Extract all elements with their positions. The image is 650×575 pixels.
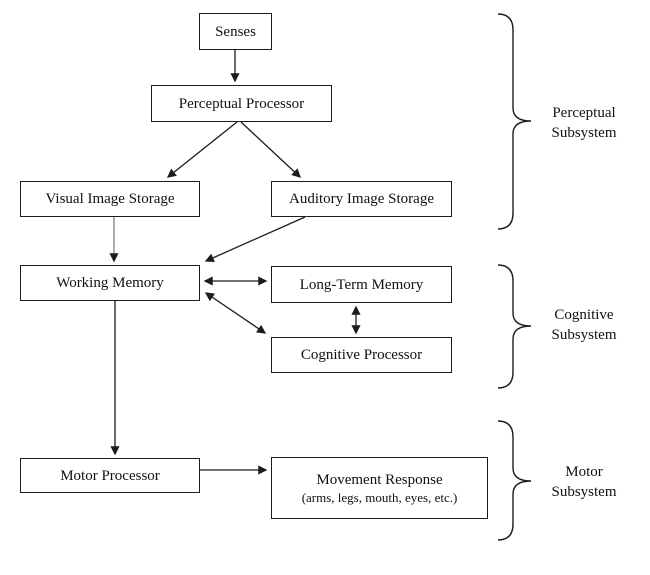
label-cognitive-subsystem: Cognitive Subsystem <box>529 305 639 345</box>
node-working-memory-label: Working Memory <box>56 275 164 291</box>
label-motor-subsystem-line1: Motor <box>565 464 603 480</box>
node-perceptual-processor: Perceptual Processor <box>151 85 332 122</box>
node-auditory-image-storage: Auditory Image Storage <box>271 181 452 217</box>
arrow-perceptual-to-visual <box>166 121 238 178</box>
node-visual-image-storage-label: Visual Image Storage <box>45 191 175 207</box>
node-motor-processor: Motor Processor <box>20 458 200 493</box>
node-cognitive-processor: Cognitive Processor <box>271 337 452 373</box>
label-perceptual-subsystem: Perceptual Subsystem <box>529 103 639 143</box>
arrow-working-cognitive-bidirectional <box>204 292 267 334</box>
node-perceptual-processor-label: Perceptual Processor <box>178 95 305 112</box>
node-long-term-memory: Long-Term Memory <box>271 266 452 303</box>
node-auditory-image-storage-label: Auditory Image Storage <box>289 191 434 207</box>
brace-cognitive-subsystem <box>497 264 532 389</box>
arrow-auditory-to-working <box>204 216 306 263</box>
node-working-memory: Working Memory <box>20 265 200 301</box>
label-cognitive-subsystem-line1: Cognitive <box>554 307 614 323</box>
node-movement-response: Movement Response (arms, legs, mouth, ey… <box>271 457 488 519</box>
brace-motor-subsystem <box>497 420 532 541</box>
node-visual-image-storage: Visual Image Storage <box>20 181 200 217</box>
label-cognitive-subsystem-line2: Subsystem <box>551 327 617 343</box>
arrow-perceptual-to-auditory <box>240 121 301 178</box>
node-movement-response-label: Movement Response <box>316 471 443 488</box>
label-motor-subsystem-line2: Subsystem <box>551 484 617 500</box>
node-motor-processor-label: Motor Processor <box>60 467 160 484</box>
node-cognitive-processor-label: Cognitive Processor <box>300 347 423 363</box>
node-movement-response-sublabel: (arms, legs, mouth, eyes, etc.) <box>301 489 458 505</box>
node-senses: Senses <box>199 13 272 50</box>
node-senses-label: Senses <box>215 23 256 40</box>
node-long-term-memory-label: Long-Term Memory <box>299 276 424 293</box>
label-motor-subsystem: Motor Subsystem <box>529 462 639 502</box>
brace-perceptual-subsystem <box>497 13 532 230</box>
label-perceptual-subsystem-line2: Subsystem <box>551 125 617 141</box>
label-perceptual-subsystem-line1: Perceptual <box>552 105 616 121</box>
